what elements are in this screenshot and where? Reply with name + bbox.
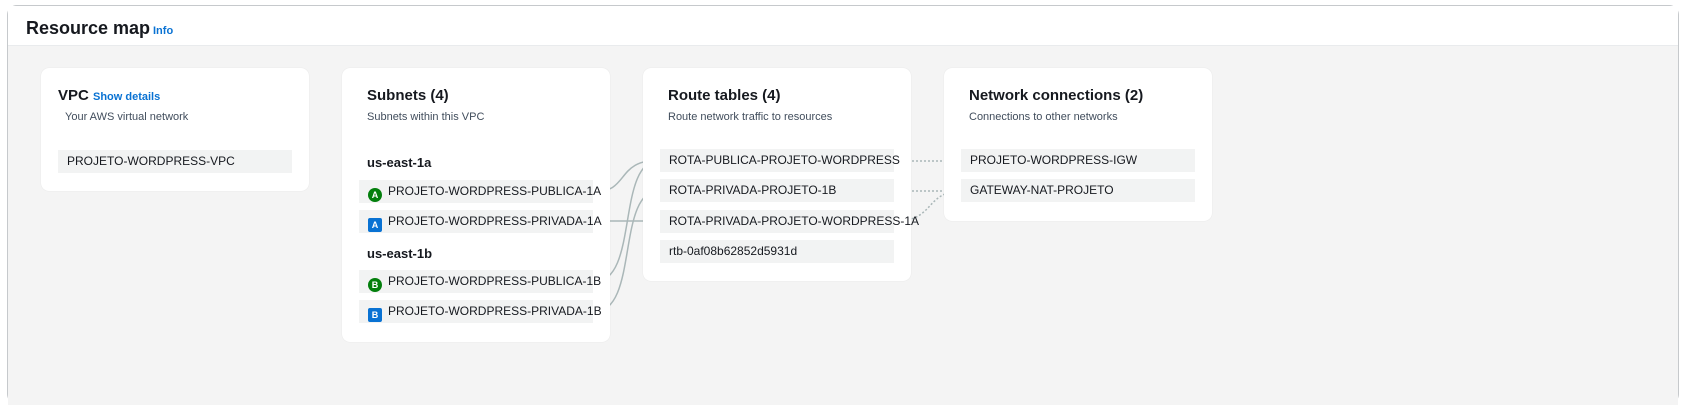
subnet-name: PROJETO-WORDPRESS-PUBLICA-1A	[388, 184, 602, 198]
vpc-subtitle: Your AWS virtual network	[65, 111, 189, 123]
subnets-title: Subnets (4)	[367, 87, 449, 104]
panel-header: Resource map Info	[8, 6, 1678, 45]
route-table-item[interactable]: ROTA-PRIVADA-PROJETO-WORDPRESS-1A	[660, 210, 919, 233]
network-connections-card: Network connections (2) Connections to o…	[944, 68, 1212, 221]
subnet-name: PROJETO-WORDPRESS-PRIVADA-1A	[388, 214, 602, 228]
subnet-name: PROJETO-WORDPRESS-PUBLICA-1B	[388, 274, 602, 288]
network-connections-title: Network connections (2)	[969, 87, 1144, 104]
vpc-name[interactable]: PROJETO-WORDPRESS-VPC	[58, 150, 292, 173]
route-tables-subtitle: Route network traffic to resources	[668, 111, 833, 123]
network-connection-item[interactable]: PROJETO-WORDPRESS-IGW	[961, 149, 1195, 172]
info-link[interactable]: Info	[153, 25, 174, 37]
public-subnet-icon: A	[368, 188, 382, 202]
route-tables-title: Route tables (4)	[668, 87, 781, 104]
route-table-item[interactable]: ROTA-PUBLICA-PROJETO-WORDPRESS	[660, 149, 900, 172]
vpc-title: VPC	[58, 87, 89, 104]
az-label-us-east-1b: us-east-1b	[367, 246, 433, 261]
route-tables-card: Route tables (4) Route network traffic t…	[643, 68, 919, 281]
subnet-name: PROJETO-WORDPRESS-PRIVADA-1B	[388, 304, 602, 318]
route-table-item[interactable]: rtb-0af08b62852d5931d	[660, 240, 894, 263]
route-table-item[interactable]: ROTA-PRIVADA-PROJETO-1B	[660, 179, 894, 202]
subnet-item-privada-1b[interactable]: B PROJETO-WORDPRESS-PRIVADA-1B	[359, 300, 602, 323]
private-subnet-icon: B	[368, 308, 382, 322]
vpc-card: VPC Show details Your AWS virtual networ…	[41, 68, 309, 191]
subnet-item-publica-1b[interactable]: B PROJETO-WORDPRESS-PUBLICA-1B	[359, 270, 601, 293]
network-connection-item[interactable]: GATEWAY-NAT-PROJETO	[961, 179, 1195, 202]
network-connections-subtitle: Connections to other networks	[969, 111, 1118, 123]
subnet-item-publica-1a[interactable]: A PROJETO-WORDPRESS-PUBLICA-1A	[359, 180, 601, 203]
show-details-link[interactable]: Show details	[93, 91, 161, 103]
public-subnet-icon: B	[368, 278, 382, 292]
panel-title: Resource map	[26, 18, 151, 38]
subnet-item-privada-1a[interactable]: A PROJETO-WORDPRESS-PRIVADA-1A	[359, 210, 602, 233]
az-label-us-east-1a: us-east-1a	[367, 155, 432, 170]
private-subnet-icon: A	[368, 218, 382, 232]
subnets-card: Subnets (4) Subnets within this VPC us-e…	[342, 68, 610, 342]
subnets-subtitle: Subnets within this VPC	[367, 111, 485, 123]
